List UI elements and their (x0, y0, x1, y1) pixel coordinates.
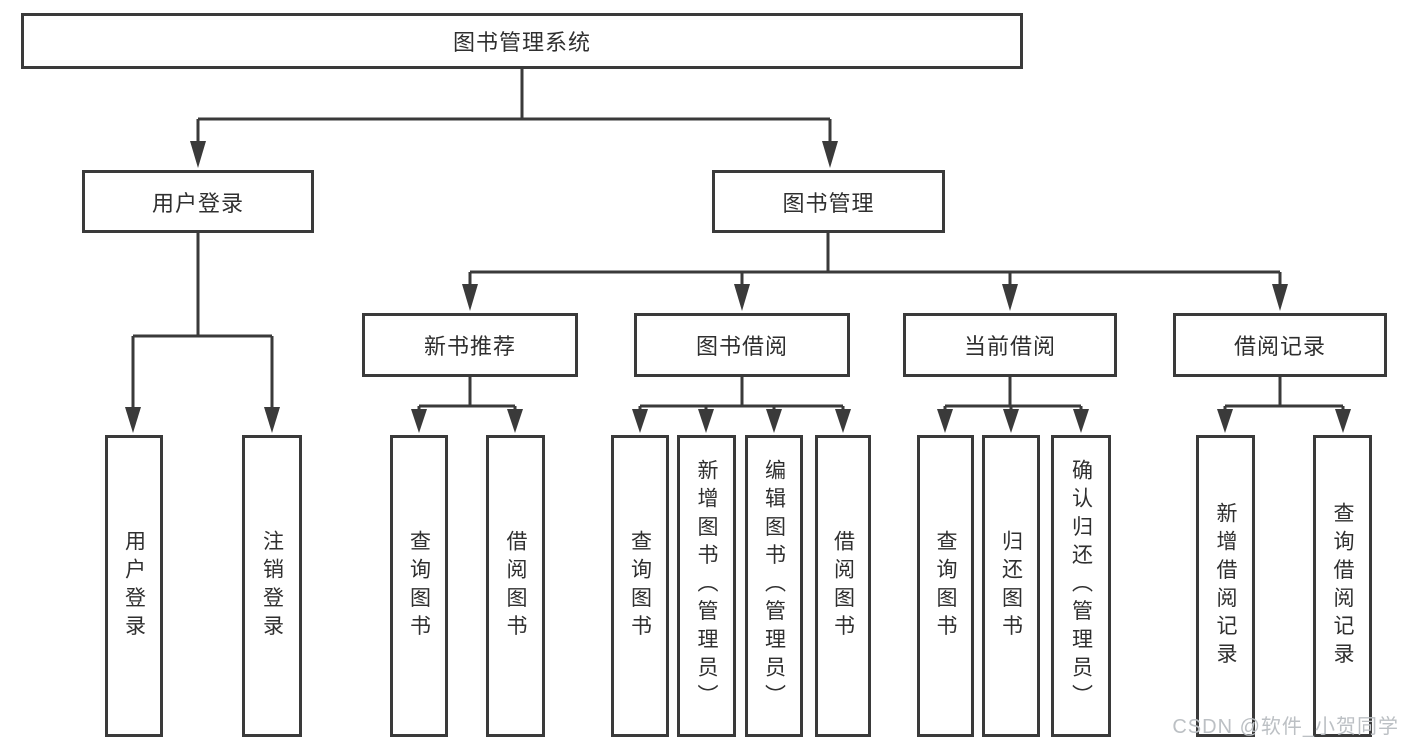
leaf-edit-book-admin: 编辑图书（管理员） (745, 435, 803, 737)
node-label: 图书管理系统 (452, 30, 591, 55)
leaf-query-books-borrow: 查询图书 (611, 435, 669, 737)
leaf-label: 查询图书 (934, 529, 957, 643)
leaf-add-book-admin: 新增图书（管理员） (677, 435, 736, 737)
leaf-label: 借阅图书 (504, 529, 527, 643)
leaf-label: 编辑图书（管理员） (762, 459, 786, 713)
leaf-confirm-return-admin: 确认归还（管理员） (1051, 435, 1111, 737)
leaf-add-borrow-record: 新增借阅记录 (1196, 435, 1255, 737)
node-book-management: 图书管理 (712, 170, 945, 233)
leaf-return-books: 归还图书 (982, 435, 1040, 737)
leaf-label: 归还图书 (999, 529, 1023, 643)
leaf-label: 新增借阅记录 (1214, 501, 1237, 671)
node-current-borrowing: 当前借阅 (903, 313, 1117, 377)
node-label: 借阅记录 (1233, 334, 1326, 359)
leaf-label: 查询图书 (407, 529, 431, 643)
leaf-logout: 注销登录 (242, 435, 302, 737)
node-new-book-recommendation: 新书推荐 (362, 313, 578, 377)
csdn-watermark: CSDN @软件_小贺同学 (1172, 716, 1399, 738)
leaf-label: 借阅图书 (831, 529, 855, 643)
node-label: 新书推荐 (423, 334, 516, 359)
node-label: 用户登录 (151, 190, 244, 216)
leaf-label: 用户登录 (122, 529, 146, 643)
node-library-management-system: 图书管理系统 (21, 13, 1023, 69)
leaf-borrow-books: 借阅图书 (815, 435, 871, 737)
leaf-label: 注销登录 (260, 529, 284, 643)
node-user-login: 用户登录 (82, 170, 314, 233)
leaf-label: 新增图书（管理员） (695, 459, 718, 713)
node-borrowing-records: 借阅记录 (1173, 313, 1387, 377)
leaf-label: 查询借阅记录 (1331, 501, 1354, 671)
leaf-query-borrow-record: 查询借阅记录 (1313, 435, 1372, 737)
leaf-query-books-recommend: 查询图书 (390, 435, 448, 737)
leaf-label: 查询图书 (628, 529, 652, 643)
node-label: 图书借阅 (695, 334, 788, 359)
node-book-borrowing: 图书借阅 (634, 313, 850, 377)
node-label: 当前借阅 (963, 334, 1056, 359)
leaf-user-login: 用户登录 (105, 435, 163, 737)
leaf-label: 确认归还（管理员） (1069, 459, 1093, 713)
leaf-borrow-books-recommend: 借阅图书 (486, 435, 545, 737)
node-label: 图书管理 (782, 190, 875, 216)
leaf-query-books-current: 查询图书 (917, 435, 974, 737)
